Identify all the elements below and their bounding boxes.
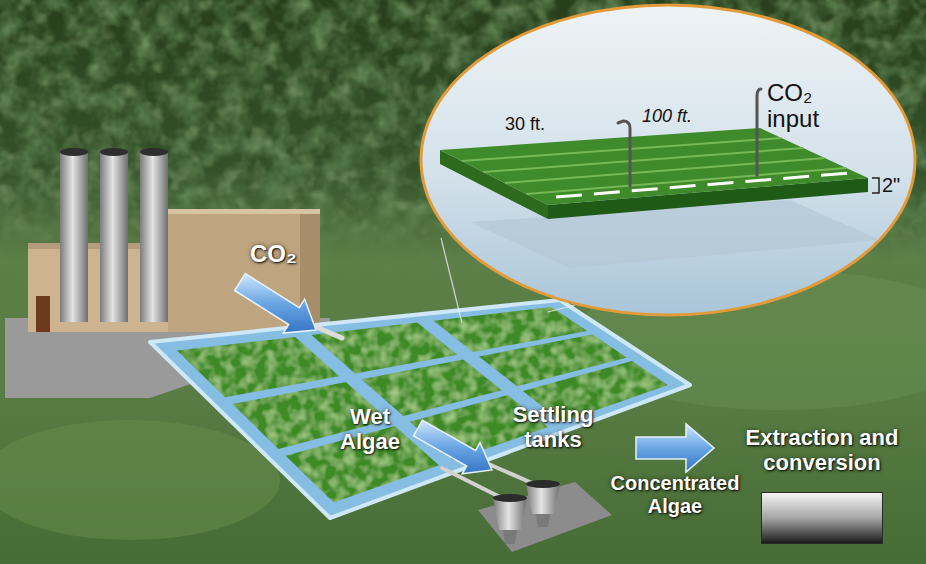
raceway-stripes — [462, 138, 847, 194]
raceway-stripe — [462, 138, 782, 161]
flow-label: Wet Algae — [328, 404, 412, 455]
raceway-stripe — [505, 158, 825, 183]
flow-arrow — [636, 424, 714, 472]
dimension-label: 2" — [882, 174, 900, 197]
settling-tank-stem — [536, 514, 550, 527]
smokestack — [60, 152, 88, 322]
co2-diffuser-pipes — [556, 173, 850, 197]
settling-tank — [493, 498, 527, 530]
raceway-stripe — [526, 168, 846, 194]
depth-bracket — [872, 178, 879, 193]
settling-tank-stem — [503, 530, 517, 544]
settling-tank-top — [493, 494, 527, 502]
flow-label: CO₂ — [250, 240, 297, 268]
dimension-label: 30 ft. — [505, 114, 545, 135]
algae-ponds — [177, 307, 668, 502]
plant-door — [36, 296, 50, 332]
co2-arrow — [235, 274, 316, 333]
process-node: Extraction and conversion — [722, 425, 922, 544]
tank-platform — [478, 482, 612, 552]
raceway-slab-top — [440, 128, 868, 205]
raceway-stripe — [483, 148, 803, 172]
pond-frame — [150, 300, 690, 518]
smokestack-top — [140, 148, 168, 156]
dimension-label: 100 ft. — [642, 106, 692, 127]
part-label: CO₂ input — [767, 80, 839, 133]
smokestack — [140, 152, 168, 322]
grass-patch — [0, 420, 280, 540]
smokestack — [100, 152, 128, 322]
node-heading: Extraction and conversion — [724, 425, 920, 476]
settling-tanks-node: Settling tanks — [478, 402, 628, 557]
plant-roof — [165, 209, 320, 214]
zoom-line — [441, 238, 462, 323]
zoom-line — [548, 305, 575, 312]
conversion-box — [761, 492, 883, 544]
smokestack-top — [100, 148, 128, 156]
node-heading: Settling tanks — [497, 402, 609, 453]
plant-building — [165, 212, 320, 332]
smokestack-top — [60, 148, 88, 156]
inset-ellipse — [421, 5, 915, 315]
wet-algae-arrow — [414, 420, 492, 474]
settling-tank-top — [526, 480, 560, 488]
settling-tank — [526, 484, 560, 514]
edge-label: Concentrated Algae — [600, 472, 750, 518]
co2-input-pipe — [618, 121, 630, 186]
co2-input-pipe — [757, 89, 761, 175]
